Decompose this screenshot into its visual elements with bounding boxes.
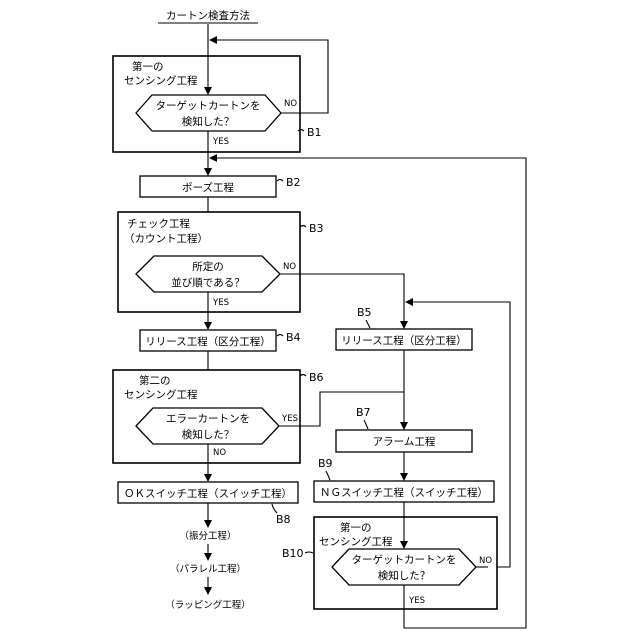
sorting-label: （振分工程） [179, 530, 236, 542]
ref-b7: B7 [356, 406, 371, 419]
order-check-line-1: 所定の [192, 260, 224, 273]
ref-b3: B3 [309, 222, 324, 235]
ref-b8: B8 [276, 513, 291, 526]
order-check-line-2: 並び順である？ [171, 276, 244, 289]
first-sensing-a-label-1: 第一の [132, 60, 164, 73]
ref-b4: B4 [286, 331, 301, 344]
second-sensing-label-2: センシング工程 [124, 388, 198, 401]
branch-yes-a: YES [212, 137, 229, 147]
second-sensing-label-1: 第二の [139, 374, 171, 387]
ref-b9: B9 [318, 457, 333, 470]
ref-b6-tick [300, 375, 306, 377]
pause-label: ポーズ工程 [182, 181, 234, 194]
release-right-label: リリース工程（区分工程） [341, 335, 466, 347]
branch-no-b: NO [479, 556, 492, 566]
alarm-label: アラーム工程 [373, 436, 436, 448]
ref-b5-tick [366, 320, 370, 328]
ref-b5: B5 [357, 306, 372, 319]
ref-b4-tick [277, 335, 283, 337]
target-check-b-line-2: 検知した？ [378, 569, 431, 582]
ref-b6: B6 [309, 371, 324, 384]
ref-b2: B2 [286, 176, 301, 189]
target-check-a-line-1: ターゲットカートンを [156, 100, 261, 112]
parallel-label: （パラレル工程） [170, 563, 246, 575]
first-sensing-a-label-2: センシング工程 [124, 74, 198, 87]
error-check-line-1: エラーカートンを [166, 413, 250, 425]
branch-no-error: NO [213, 448, 226, 458]
ref-b10-tick [305, 552, 313, 553]
branch-yes-order: YES [212, 298, 229, 308]
release-left-label: リリース工程（区分工程） [145, 336, 270, 348]
ref-b2-tick [277, 180, 283, 182]
ref-b7-tick [364, 420, 368, 429]
check-label-2: （カウント工程） [124, 233, 208, 245]
check-label-1: チェック工程 [127, 218, 190, 230]
ref-b10: B10 [282, 547, 304, 560]
first-sensing-b-label-1: 第一の [340, 521, 372, 534]
wrapping-label: （ラッピング工程） [165, 599, 251, 611]
target-check-b-line-1: ターゲットカートンを [352, 554, 457, 566]
ok-switch-label: ＯＫスイッチ工程（スイッチ工程） [124, 488, 292, 500]
error-check-line-2: 検知した？ [182, 428, 235, 441]
first-sensing-b-label-2: センシング工程 [319, 535, 393, 548]
diagram-title: カートン検査方法 [166, 9, 250, 22]
branch-yes-b: YES [408, 596, 425, 606]
branch-no-a: NO [284, 99, 297, 109]
ng-switch-label: ＮＧスイッチ工程（スイッチ工程） [320, 487, 488, 499]
branch-yes-error: YES [281, 414, 298, 424]
ref-b3-tick [300, 226, 306, 228]
ref-b1-tick [298, 130, 304, 132]
branch-no-order: NO [283, 262, 296, 272]
ref-b1: B1 [307, 126, 322, 139]
ref-b9-tick [326, 471, 330, 480]
ref-b8-tick [272, 504, 277, 513]
target-check-a-line-2: 検知した？ [182, 115, 235, 128]
